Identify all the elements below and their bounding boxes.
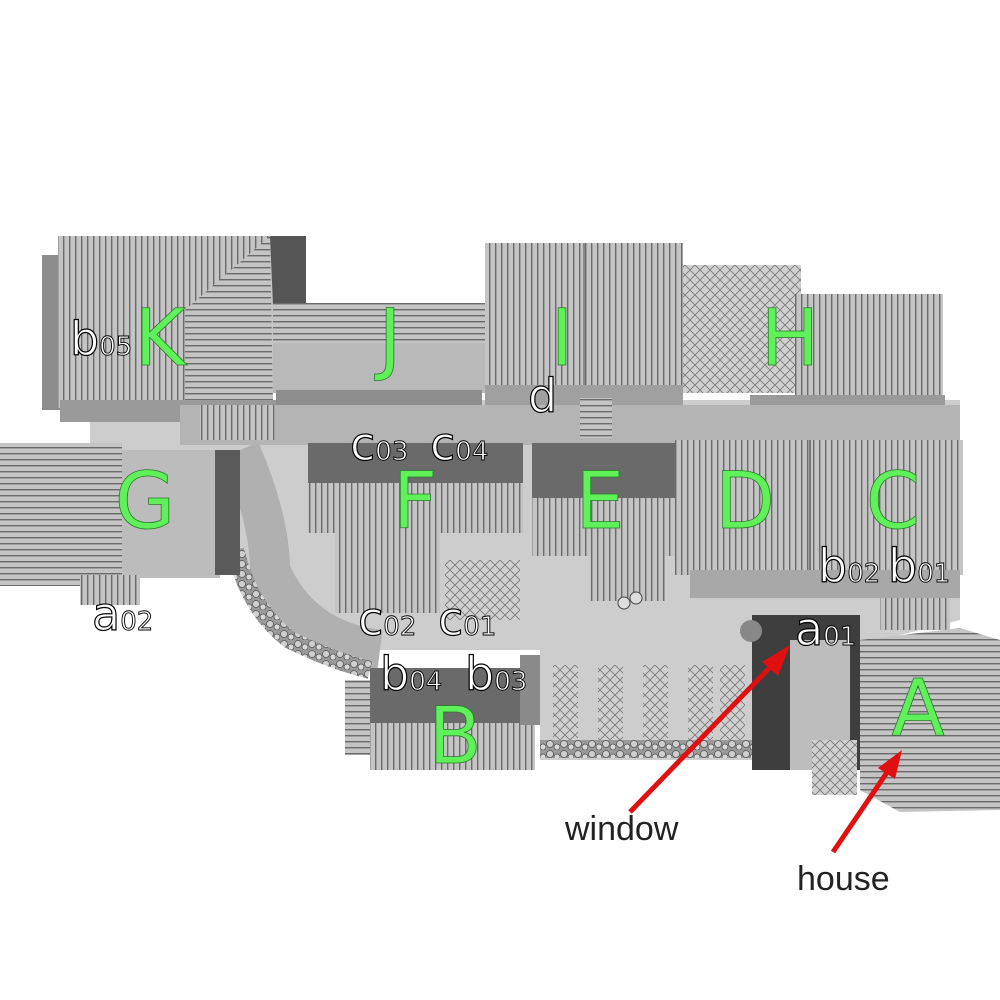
label-building-e: E: [575, 457, 624, 547]
marker-c02: c02: [358, 592, 416, 646]
label-building-h: H: [761, 294, 820, 384]
arrow-window: [628, 645, 790, 814]
building-f: [308, 443, 523, 620]
building-i: [485, 243, 683, 410]
label-building-i: I: [550, 294, 573, 384]
back-strip: [180, 405, 960, 445]
annotation-house: house: [797, 860, 890, 898]
label-building-a: A: [891, 664, 944, 754]
stair-1: [200, 405, 275, 440]
marker-c01: c01: [438, 592, 496, 646]
label-building-b: B: [428, 692, 482, 782]
annotation-window: window: [564, 810, 679, 848]
building-b: [345, 655, 540, 770]
label-building-d: D: [715, 457, 775, 547]
building-dc: [675, 440, 963, 630]
stair-2: [580, 398, 612, 438]
marker-b01: b01: [888, 539, 950, 593]
label-building-c: C: [866, 457, 920, 547]
label-building-k: K: [134, 294, 187, 384]
fence-bays: [553, 665, 745, 740]
building-e: [532, 443, 680, 610]
marker-d: d: [528, 369, 557, 423]
label-building-f: F: [393, 457, 438, 547]
marker-a01: a01: [795, 602, 856, 656]
marker-b02: b02: [818, 539, 880, 593]
marker-b03: b03: [465, 647, 527, 701]
label-building-j: J: [373, 294, 401, 384]
building-a: [740, 615, 1000, 812]
arrow-house: [830, 750, 902, 854]
marker-c04: c04: [430, 417, 488, 471]
label-building-g: G: [115, 457, 175, 547]
marker-a02: a02: [92, 587, 153, 641]
marker-c03: c03: [350, 417, 408, 471]
marker-b04: b04: [380, 647, 442, 701]
marker-b05: b05: [70, 312, 132, 366]
building-g: [0, 443, 240, 605]
